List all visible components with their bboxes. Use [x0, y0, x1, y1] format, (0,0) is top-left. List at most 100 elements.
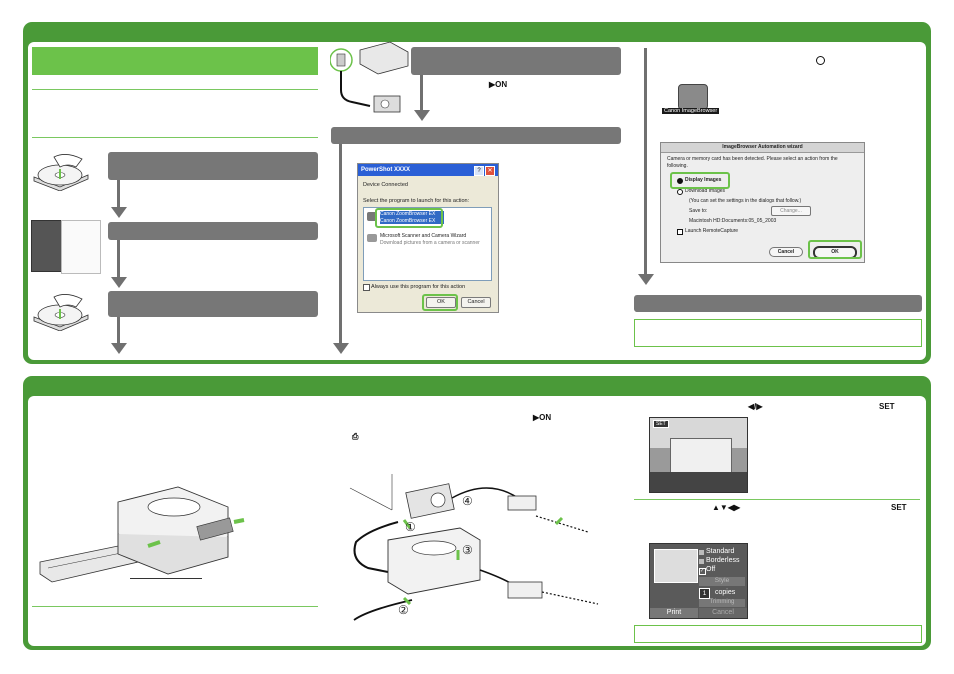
option-label: Canon ZoomBrowser EX: [380, 211, 436, 217]
flow-arrow-shaft: [117, 317, 120, 344]
step-bar: [108, 152, 318, 180]
print-settings-screen: Standard Borderless ✓ Off Style 1 copies…: [649, 543, 748, 619]
dialog-close-button[interactable]: ✕: [485, 166, 495, 176]
set-symbol: SET: [879, 402, 895, 411]
printer-paper-cassette-illustration: [39, 486, 245, 583]
menu-button-symbol: [816, 56, 825, 65]
cancel-button[interactable]: Cancel: [769, 247, 803, 257]
top-left-banner: [32, 47, 318, 75]
print-button[interactable]: Print: [650, 608, 698, 618]
divider: [32, 137, 318, 138]
step-bar: [108, 291, 318, 317]
callout-line: [130, 578, 202, 579]
launch-remote-label: Launch RemoteCapture: [685, 228, 739, 234]
cancel-button[interactable]: Cancel: [699, 608, 747, 618]
zoombrowser-option-icon: [367, 212, 377, 221]
step-number-3: ③: [462, 543, 473, 557]
always-use-label: Always use this program for this action: [371, 284, 466, 290]
download-images-radio[interactable]: [677, 189, 683, 195]
flow-arrow-head: [111, 343, 127, 354]
step-bar: [331, 127, 621, 144]
dialog-title: PowerShot XXXX: [358, 164, 498, 176]
option-label: Microsoft Scanner and Camera Wizard: [380, 233, 467, 239]
trimming-menu-item[interactable]: Trimming: [699, 599, 745, 607]
step-number-1: ①: [405, 520, 416, 534]
change-button[interactable]: Change...: [771, 206, 811, 216]
borderless-option[interactable]: Borderless: [706, 557, 740, 564]
step-bar: [411, 47, 621, 75]
flow-arrow-shaft: [420, 75, 423, 111]
flow-arrow-shaft: [117, 240, 120, 278]
divider: [634, 499, 920, 500]
display-images-radio[interactable]: [677, 178, 683, 184]
display-images-label: Display Images: [685, 177, 722, 183]
cd-drive-illustration: [33, 154, 89, 191]
play-on-symbol: ▶ON: [533, 413, 552, 422]
four-way-arrows-symbol: ▲▼◀▶: [712, 503, 741, 512]
flow-arrow-head: [333, 343, 349, 354]
ok-button[interactable]: OK: [426, 297, 456, 308]
flow-arrow-shaft: [644, 48, 647, 275]
divider: [32, 89, 318, 90]
note-box: [634, 625, 922, 643]
flow-arrow-head: [414, 110, 430, 121]
camera-lcd-preview: SET: [649, 417, 748, 493]
paper-standard-icon: [699, 550, 704, 555]
paper-standard-option[interactable]: Standard: [706, 548, 735, 555]
imagebrowser-automation-dialog: ImageBrowser Automation wizard Camera or…: [660, 142, 865, 263]
camera-usb-connection-illustration: [330, 41, 409, 113]
dialog-title: ImageBrowser Automation wizard: [661, 143, 864, 153]
highlight-zoombrowser: [375, 208, 443, 228]
step-bar: [634, 295, 922, 312]
highlight-display-images: [670, 172, 730, 189]
zoombrowser-option[interactable]: Canon ZoomBrowser EX Canon ZoomBrowser E…: [380, 211, 444, 224]
program-list: Canon ZoomBrowser EX Canon ZoomBrowser E…: [363, 207, 492, 281]
set-symbol: SET: [891, 503, 907, 512]
left-right-symbol: ◀/▶: [748, 402, 763, 411]
copies-label: copies: [715, 589, 736, 596]
ground-area: [650, 472, 747, 492]
save-path: Macintosh HD:Documents:05_05_2003: [689, 218, 777, 224]
play-on-symbol: ▶ON: [489, 80, 508, 89]
scanner-wizard-option-icon: [367, 234, 377, 242]
copies-number[interactable]: 1: [699, 588, 710, 599]
style-menu-item[interactable]: Style: [699, 577, 745, 586]
building-area: [670, 438, 732, 474]
flow-arrow-shaft: [117, 180, 120, 208]
cancel-button[interactable]: Cancel: [461, 297, 491, 308]
highlight-ok: [422, 294, 458, 311]
manual-cover-image: [31, 220, 63, 272]
cd-drive-illustration: [33, 294, 89, 331]
device-connected-text: Device Connected: [363, 182, 408, 188]
imagebrowser-icon-label: Canon ImageBrowser: [662, 108, 720, 114]
scanner-wizard-option[interactable]: Microsoft Scanner and Camera Wizard Down…: [380, 233, 490, 246]
download-note: (You can set the settings in the dialogs…: [689, 198, 802, 204]
download-images-label: Download Images: [685, 188, 726, 194]
divider: [32, 606, 318, 607]
manual-page-image: [61, 220, 101, 274]
note-box: [634, 319, 922, 347]
imagebrowser-app-icon: [678, 84, 708, 110]
step-number-4: ④: [462, 494, 473, 508]
dialog-help-button[interactable]: ?: [474, 166, 484, 176]
photo-thumbnail: [654, 549, 698, 583]
step-number-2: ②: [398, 603, 409, 617]
save-to-label: Save to:: [689, 208, 708, 214]
select-program-text: Select the program to launch for this ac…: [363, 198, 470, 204]
print-share-symbol: ⎙: [352, 432, 359, 441]
flow-arrow-head: [111, 277, 127, 288]
option-sublabel: Canon ZoomBrowser EX: [380, 217, 436, 224]
launch-remote-checkbox[interactable]: [677, 229, 683, 235]
flow-arrow-shaft: [339, 144, 342, 344]
always-use-checkbox[interactable]: [363, 284, 370, 291]
set-badge: SET: [653, 420, 669, 428]
flow-arrow-head: [111, 207, 127, 218]
highlight-ok: [808, 240, 862, 259]
date-off-option[interactable]: Off: [706, 566, 716, 573]
borderless-icon: [699, 559, 704, 564]
flow-arrow-head: [638, 274, 654, 285]
windows-device-dialog: PowerShot XXXX ? ✕ Device Connected Sele…: [357, 163, 499, 313]
dialog-message: Camera or memory card has been detected.…: [667, 156, 838, 169]
camera-printer-connection-illustration: [349, 474, 599, 621]
date-off-checkbox-icon: ✓: [699, 568, 706, 575]
